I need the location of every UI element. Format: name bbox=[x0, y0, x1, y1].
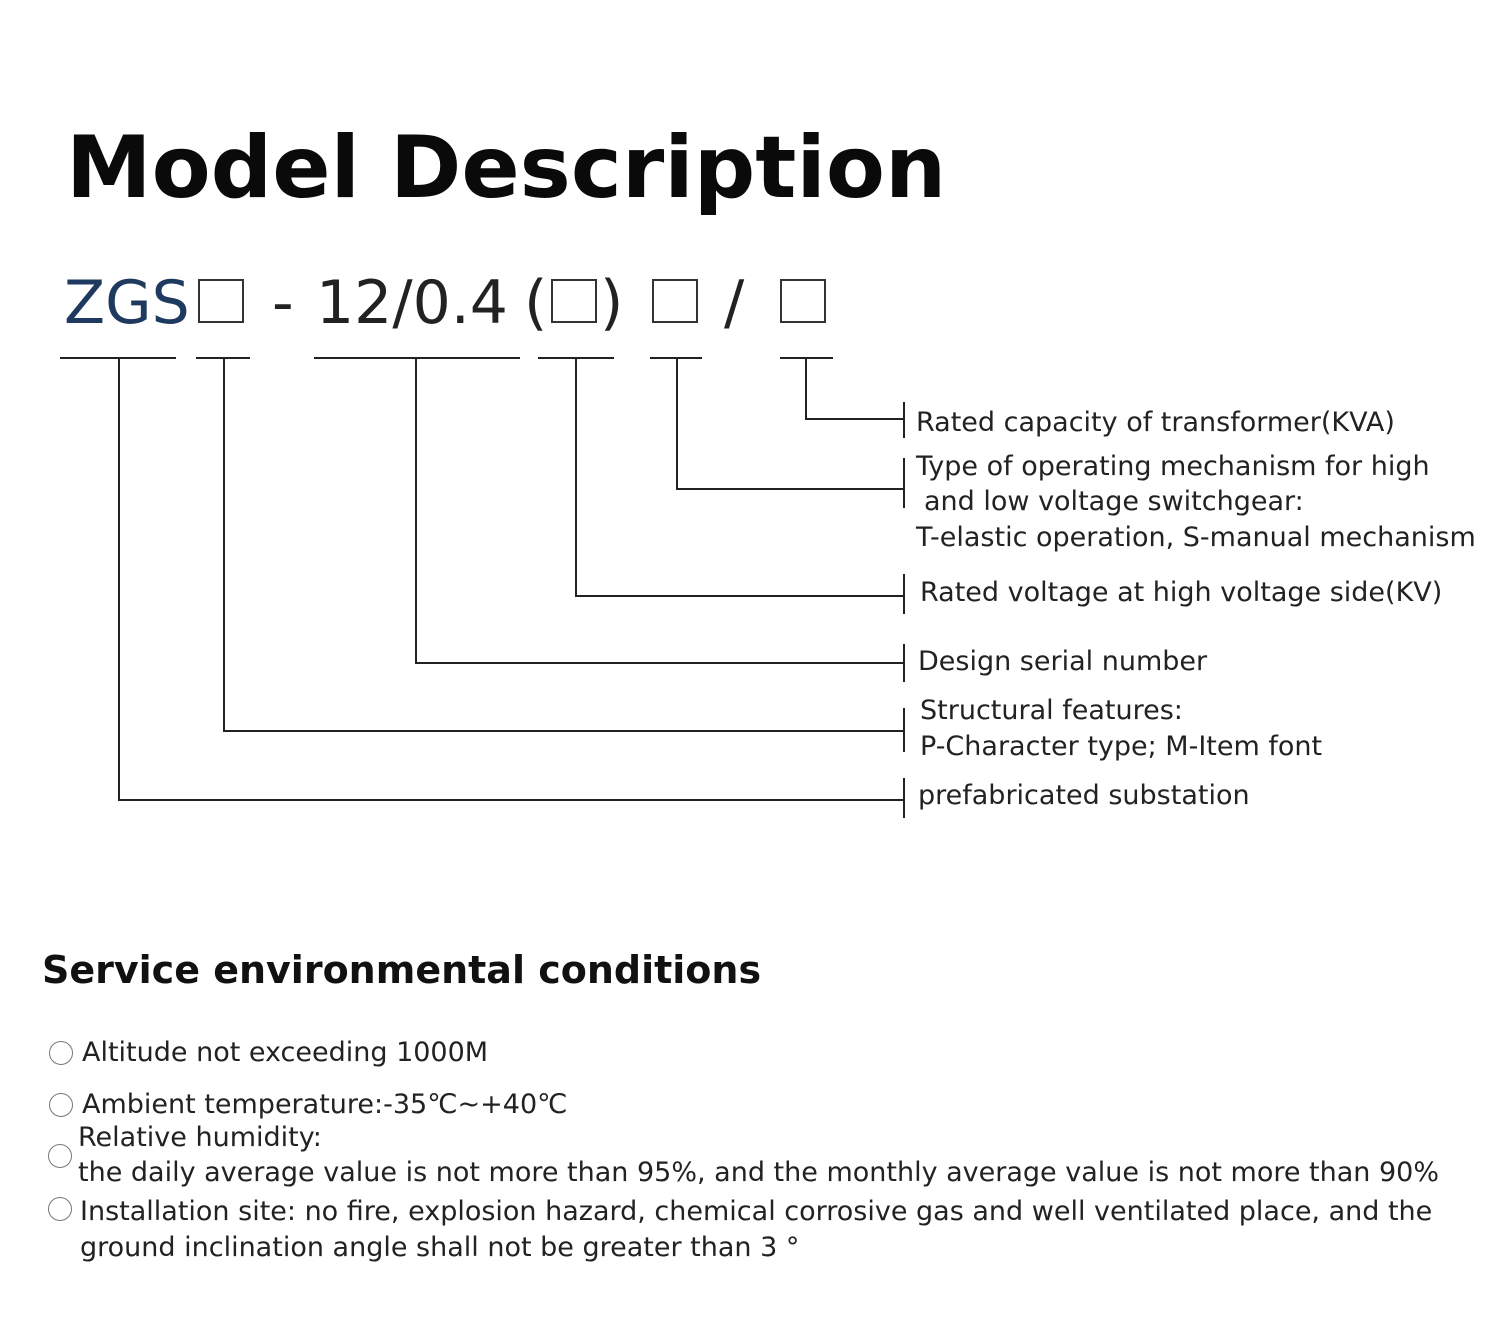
connector-rated-voltage bbox=[575, 358, 904, 597]
service-conditions-title: Service environmental conditions bbox=[42, 948, 762, 992]
label-mechanism-line3: T-elastic operation, S-manual mechanism bbox=[916, 522, 1476, 553]
model-prefix: ZGS bbox=[64, 268, 190, 338]
connector-capacity bbox=[805, 358, 904, 420]
condition-installation-line1: Installation site: no fire, explosion ha… bbox=[80, 1196, 1433, 1227]
capacity-placeholder-box bbox=[780, 279, 826, 323]
label-capacity: Rated capacity of transformer(KVA) bbox=[916, 407, 1395, 438]
condition-temperature: Ambient temperature:-35℃~+40℃ bbox=[82, 1089, 568, 1120]
condition-humidity-line1: Relative humidity: bbox=[78, 1122, 322, 1153]
model-paren-close: ) bbox=[600, 268, 624, 338]
mechanism-placeholder-box bbox=[652, 279, 698, 323]
label-mechanism-line2: and low voltage switchgear: bbox=[924, 486, 1304, 517]
label-structural-line1: Structural features: bbox=[920, 695, 1183, 726]
radio-circle-icon bbox=[49, 1093, 73, 1117]
connector-mechanism bbox=[676, 358, 904, 490]
model-voltage: 12/0.4 bbox=[316, 268, 508, 338]
radio-circle-icon bbox=[48, 1144, 72, 1168]
model-dash: - bbox=[272, 268, 294, 338]
label-mechanism-line1: Type of operating mechanism for high bbox=[916, 451, 1430, 482]
model-slash: / bbox=[724, 268, 745, 338]
connector-structural bbox=[223, 358, 904, 732]
radio-circle-icon bbox=[49, 1041, 73, 1065]
connector-substation bbox=[118, 358, 904, 801]
label-structural-line2: P-Character type; M-Item font bbox=[920, 731, 1323, 762]
condition-installation-line2: ground inclination angle shall not be gr… bbox=[80, 1232, 800, 1263]
connector-serial bbox=[415, 358, 904, 664]
condition-humidity-line2: the daily average value is not more than… bbox=[78, 1157, 1440, 1188]
label-substation: prefabricated substation bbox=[918, 780, 1250, 811]
label-serial: Design serial number bbox=[918, 646, 1208, 677]
label-rated-voltage: Rated voltage at high voltage side(KV) bbox=[920, 577, 1443, 608]
radio-circle-icon bbox=[48, 1197, 72, 1221]
connector-lines bbox=[60, 357, 905, 818]
serial-placeholder-box bbox=[551, 279, 597, 323]
condition-altitude: Altitude not exceeding 1000M bbox=[82, 1037, 489, 1068]
model-paren-open: ( bbox=[524, 268, 548, 338]
structure-placeholder-box bbox=[198, 279, 244, 323]
page-title: Model Description bbox=[66, 118, 947, 218]
